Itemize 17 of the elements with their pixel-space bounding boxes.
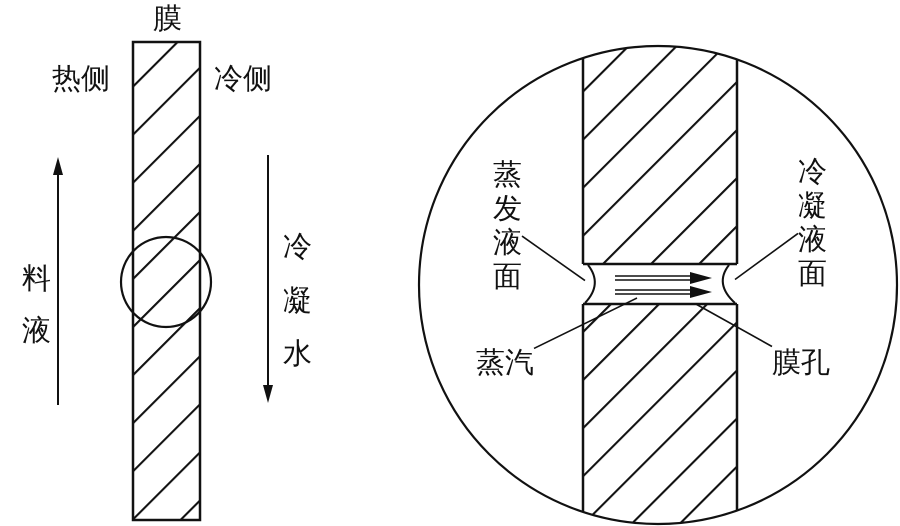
side-label: 冷侧 (214, 62, 272, 96)
leader-line (534, 297, 638, 350)
membrane-pore (582, 262, 738, 306)
side-label: 热侧 (52, 62, 110, 96)
vapor-flow-arrows (614, 272, 712, 298)
membrane-label: 膜 (152, 2, 183, 36)
flow-label: 料液 (22, 260, 51, 350)
leader-line (522, 235, 586, 282)
callout-label: 蒸发液面 (493, 158, 522, 294)
leader-line (734, 232, 798, 280)
liquid-meniscus (584, 264, 596, 304)
leader-line (695, 303, 772, 348)
callout-label: 冷凝液面 (798, 155, 827, 291)
liquid-meniscus (722, 264, 736, 304)
callout-label: 膜孔 (772, 346, 830, 380)
flow-label: 冷凝水 (283, 228, 312, 372)
callout-label: 蒸汽 (476, 346, 534, 380)
